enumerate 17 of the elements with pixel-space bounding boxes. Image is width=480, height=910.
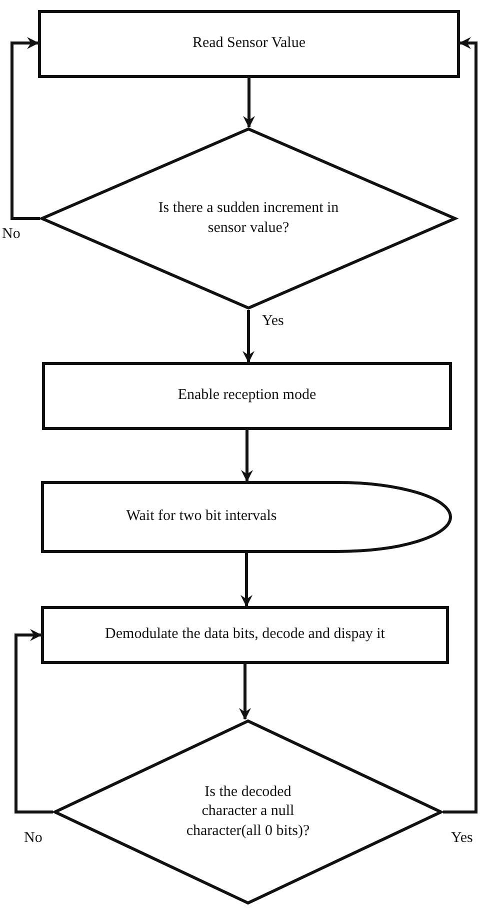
arrow: [443, 37, 478, 814]
step-text: Wait for two bit intervals: [126, 507, 277, 526]
arrow: [240, 553, 252, 607]
arrow: [239, 664, 251, 720]
process-box: [38, 10, 460, 78]
arrow: [242, 310, 254, 363]
arrow: [14, 629, 53, 814]
decision-text: Is there a sudden increment in sensor value?: [157, 199, 340, 238]
decision-text: Is the decoded character a null character(all 0 bits)?: [185, 782, 311, 841]
arrow: [243, 78, 255, 128]
arrow: [241, 430, 253, 482]
process-box: [42, 362, 452, 430]
arrow: [10, 37, 40, 220]
step-text: Enable reception mode: [178, 386, 316, 406]
step-text: Read Sensor Value: [192, 34, 306, 54]
step-text: Demodulate the data bits, decode and dispay it: [105, 625, 385, 644]
process-box: [41, 606, 449, 664]
